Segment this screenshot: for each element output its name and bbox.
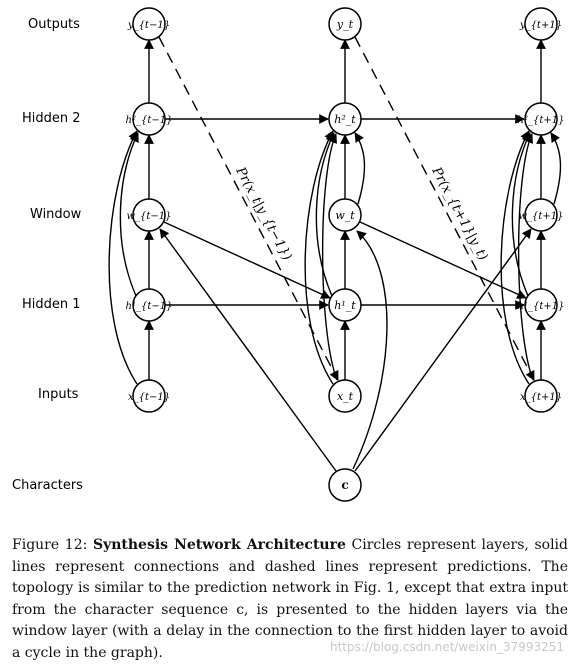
row-label-window: Window	[30, 207, 82, 222]
node-input-curr	[328, 379, 362, 413]
node-label-hidden2-next: h²_{t+1}	[518, 115, 565, 126]
node-label-hidden2-curr: h²_t	[334, 113, 356, 126]
node-window-prev	[132, 198, 166, 232]
column-next: y_{t+1} h²_{t+1} w_{t+1} h¹_{t+1} x_{t+1…	[518, 7, 565, 413]
row-label-hidden1: Hidden 1	[22, 297, 81, 312]
node-label-output-prev: y_{t−1}	[127, 20, 170, 31]
node-label-hidden2-prev: h²_{t−1}	[126, 115, 173, 126]
figure-caption: Figure 12: Synthesis Network Architectur…	[12, 535, 568, 664]
connections	[108, 36, 562, 472]
caption-title: Synthesis Network Architecture	[92, 537, 346, 553]
edge-skip-hidden1-hidden2-prev	[119, 132, 139, 297]
edge-skip-input-hidden2-curr	[304, 130, 334, 385]
edge-c-window-next	[354, 228, 532, 472]
caption-figure-number: Figure 12:	[12, 537, 88, 553]
column-prev: y_{t−1} h²_{t−1} w_{t−1} h¹_{t−1} x_{t−1…	[126, 7, 173, 413]
watermark: https://blog.csdn.net/weixin_37993251	[329, 640, 564, 654]
edge-skip-input-hidden2-next	[500, 130, 530, 385]
node-hidden2-next	[524, 102, 558, 136]
node-hidden1-curr	[328, 288, 362, 322]
node-hidden2-prev	[132, 102, 166, 136]
prediction-dashed-2	[354, 36, 535, 381]
edge-window-hidden2-curve-curr	[354, 132, 366, 205]
edge-skip-hidden1-hidden2-curr	[315, 132, 335, 297]
node-label-hidden1-next: h¹_{t+1}	[518, 301, 565, 312]
node-label-hidden1-prev: h¹_{t−1}	[126, 301, 173, 312]
prediction-dashed-1	[158, 36, 339, 381]
row-label-outputs: Outputs	[28, 17, 80, 32]
node-label-window-prev: w_{t−1}	[126, 211, 171, 222]
edge-c-window-curr	[352, 230, 388, 470]
node-hidden2-curr	[328, 102, 362, 136]
edge-window-hidden2-curve-next	[550, 132, 562, 205]
edge-skip-input-hidden2-prev	[108, 130, 138, 385]
node-label-hidden1-curr: h¹_t	[334, 299, 356, 312]
node-input-next	[524, 379, 558, 413]
prediction-label-1: Pr(x_t|y_{t−1})	[232, 164, 294, 263]
node-output-prev	[132, 7, 166, 41]
node-hidden1-prev	[132, 288, 166, 322]
node-window-next	[524, 198, 558, 232]
node-hidden1-next	[524, 288, 558, 322]
node-label-characters: c	[341, 478, 348, 492]
edge-skip-input-hidden2-next-b	[517, 133, 534, 381]
node-label-output-curr: y_t	[336, 18, 354, 31]
row-label-characters: Characters	[12, 478, 83, 493]
node-input-prev	[132, 379, 166, 413]
node-label-window-curr: w_t	[335, 209, 355, 222]
node-label-window-next: w_{t+1}	[518, 211, 563, 222]
row-label-hidden2: Hidden 2	[22, 111, 81, 126]
node-window-curr	[328, 198, 362, 232]
node-label-input-prev: x_{t−1}	[128, 392, 170, 403]
node-label-input-curr: x_t	[337, 390, 354, 403]
edge-c-window-prev	[159, 228, 337, 472]
row-label-inputs: Inputs	[38, 387, 79, 402]
node-label-input-next: x_{t+1}	[520, 392, 562, 403]
node-label-output-next: y_{t+1}	[519, 20, 562, 31]
node-output-curr	[328, 7, 362, 41]
node-output-next	[524, 7, 558, 41]
edge-skip-hidden1-hidden2-next	[511, 132, 531, 297]
column-curr: y_t h²_t w_t h¹_t x_t	[328, 7, 362, 413]
edge-skip-input-hidden2-curr-b	[321, 133, 338, 381]
prediction-label-2: Pr(x_{t+1}|y_t)	[428, 164, 490, 263]
node-characters	[328, 468, 362, 502]
edge-window-hidden1-delay-1	[163, 221, 331, 299]
edge-window-hidden1-delay-2	[359, 221, 527, 299]
caption-body: Circles represent layers, solid lines re…	[12, 537, 568, 661]
